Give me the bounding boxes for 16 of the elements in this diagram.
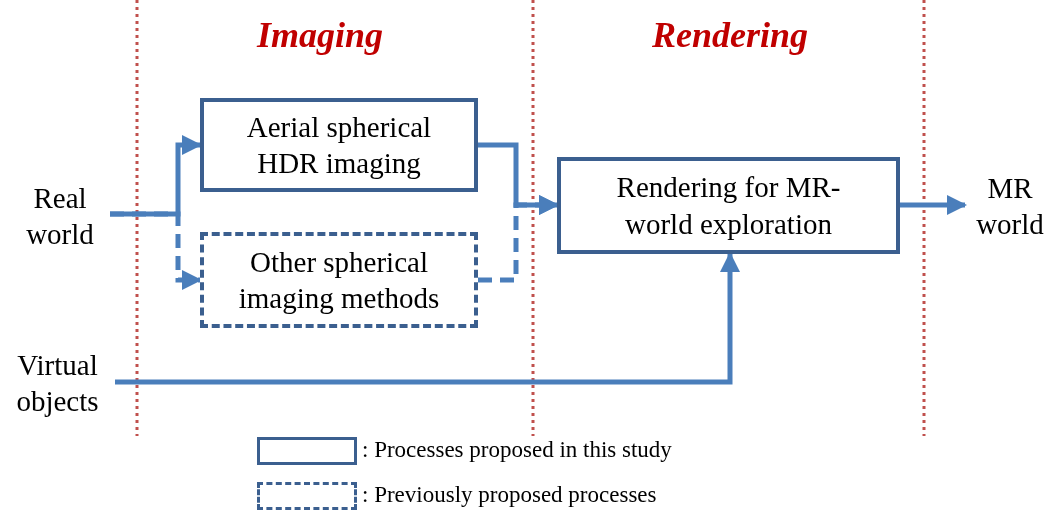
node-label: MR world [975,170,1045,242]
node-label: Virtual objects [15,347,100,419]
arrow [115,252,740,385]
arrow [900,195,967,215]
section-heading: Rendering [651,14,809,56]
process-box [557,157,900,254]
process-box [200,98,478,192]
node-label: Other spherical imaging methods [237,244,441,316]
process-box [200,232,478,328]
node-label: Aerial spherical HDR imaging [245,109,433,181]
node-label: Real world [25,180,95,252]
section-heading: Imaging [255,14,384,56]
arrow [110,211,202,290]
node-label: Rendering for MR-world exploration [615,170,842,242]
legend-text: : Previously proposed processes [362,482,657,508]
legend-text: : Processes proposed in this study [362,437,672,463]
